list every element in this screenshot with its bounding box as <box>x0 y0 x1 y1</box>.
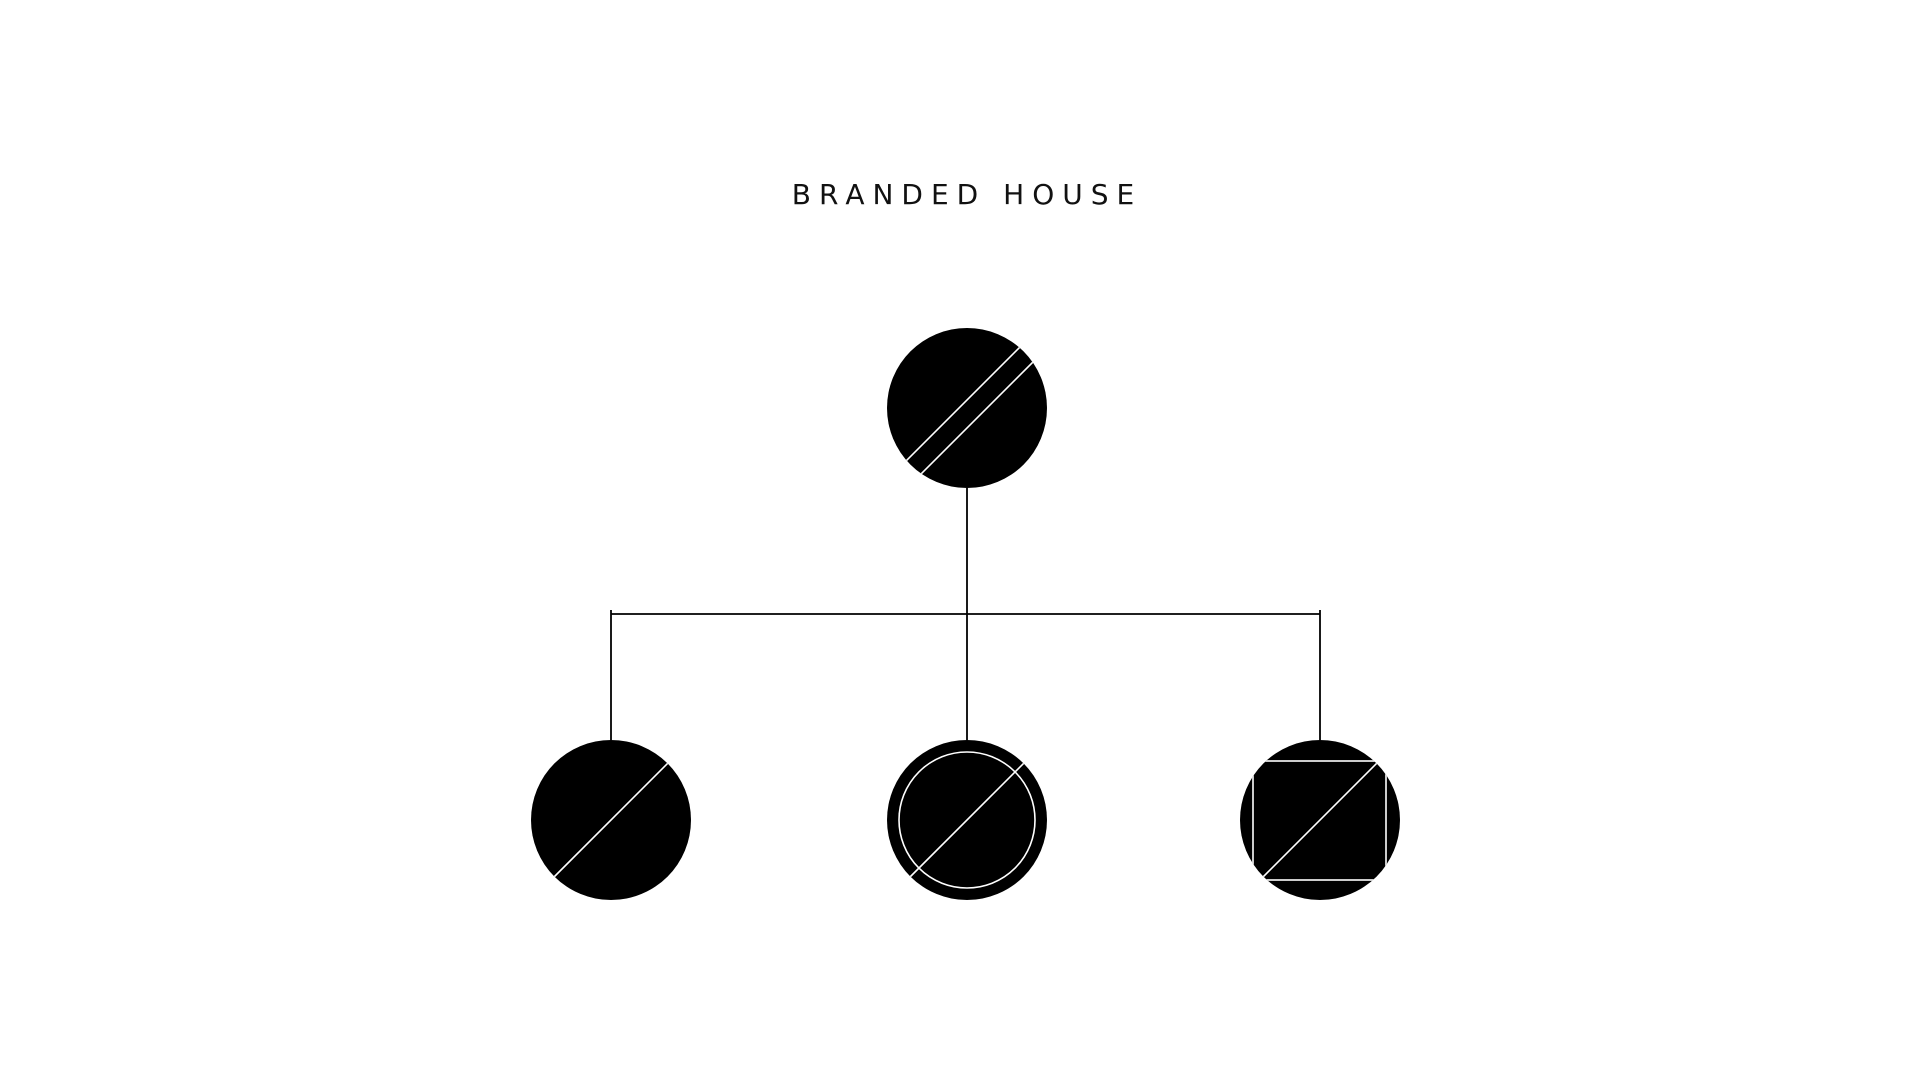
circle-with-ring-and-diagonal-icon <box>898 751 1036 889</box>
child-node-3 <box>1240 740 1400 900</box>
child-node-1 <box>531 740 691 900</box>
circle-with-diagonal-icon <box>550 759 672 881</box>
parent-node-disc <box>887 328 1047 488</box>
circle-with-square-and-diagonal-icon <box>1252 759 1387 881</box>
connector-lines <box>610 488 1321 740</box>
circle-with-double-diagonal-icon <box>887 343 1040 488</box>
diagram-title: BRANDED HOUSE <box>791 178 1143 211</box>
parent-node <box>887 328 1047 488</box>
child-node-2 <box>887 740 1047 900</box>
